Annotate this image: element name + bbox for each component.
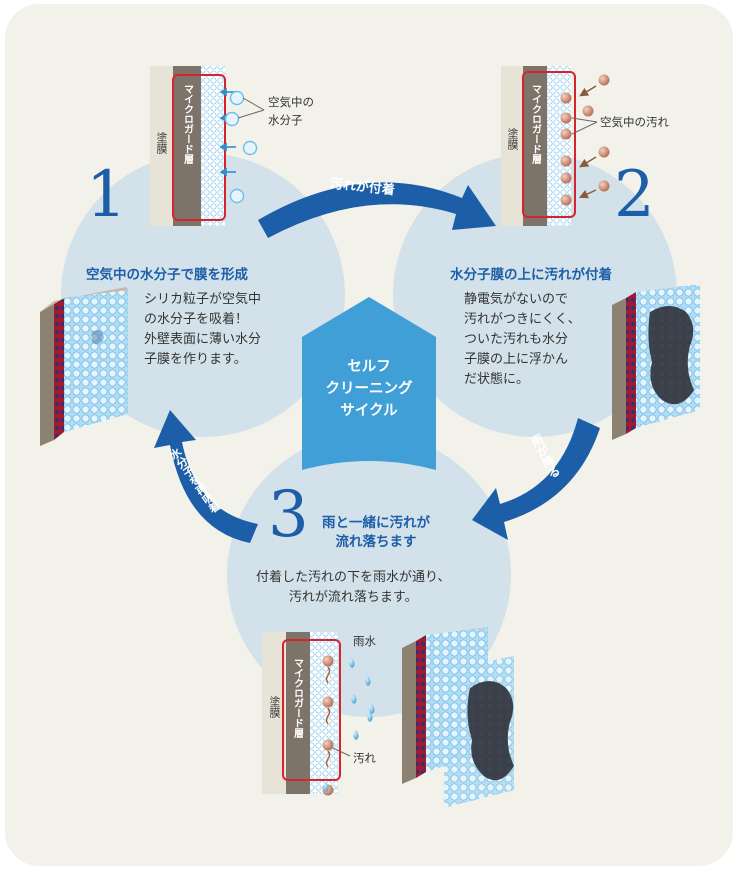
center-label: セルフ クリーニング サイクル bbox=[325, 359, 413, 419]
dirt-blob-step3 bbox=[467, 681, 514, 781]
step1-number: 1 bbox=[86, 158, 127, 232]
arrow-top bbox=[258, 182, 496, 238]
step3-title: 雨と一緒に汚れが 流れ落ちます bbox=[322, 515, 430, 550]
step3-wall-block bbox=[402, 627, 514, 808]
step1-guard-label: マイクロガード層 bbox=[181, 84, 193, 164]
step3-description: 付着した汚れの下を雨水が通り、 汚れが流れ落ちます。 bbox=[256, 570, 451, 605]
center-house-shape bbox=[302, 297, 436, 470]
arrow-right bbox=[472, 418, 600, 540]
step3-rain-callout: 雨水 bbox=[353, 634, 376, 648]
step1-cross-section bbox=[150, 66, 265, 226]
step2-title: 水分子膜の上に汚れが付着 bbox=[450, 267, 612, 283]
step2-number: 2 bbox=[614, 158, 655, 232]
step2-callout: 空気中の汚れ bbox=[600, 115, 669, 129]
step3-coating-label: 塗膜 bbox=[268, 696, 281, 718]
step1-wall-block bbox=[40, 287, 128, 446]
step2-wall-block bbox=[612, 284, 700, 440]
arrow-left bbox=[154, 410, 258, 543]
step2-description: 静電気がないので 汚れがつきにくく、 ついた汚れも水分 子膜の上に浮かん だ状態… bbox=[464, 292, 581, 387]
step1-callout: 空気中の 水分子 bbox=[268, 95, 314, 127]
step1-title: 空気中の水分子で膜を形成 bbox=[86, 267, 248, 283]
step3-cross-section bbox=[262, 632, 375, 796]
step2-cross-section bbox=[501, 66, 610, 226]
step3-guard-label: マイクロガード層 bbox=[291, 658, 303, 738]
step3-number: 3 bbox=[268, 478, 309, 552]
step2-coating-label: 塗膜 bbox=[506, 128, 519, 150]
step3-dirt-callout: 汚れ bbox=[353, 751, 376, 765]
step1-description: シリカ粒子が空気中 の水分子を吸着！ 外壁表面に薄い水分 子膜を作ります。 bbox=[144, 292, 262, 367]
dirt-blob-step2 bbox=[648, 306, 694, 405]
step1-coating-label: 塗膜 bbox=[155, 132, 168, 154]
step2-guard-label: マイクロガード層 bbox=[529, 84, 541, 164]
